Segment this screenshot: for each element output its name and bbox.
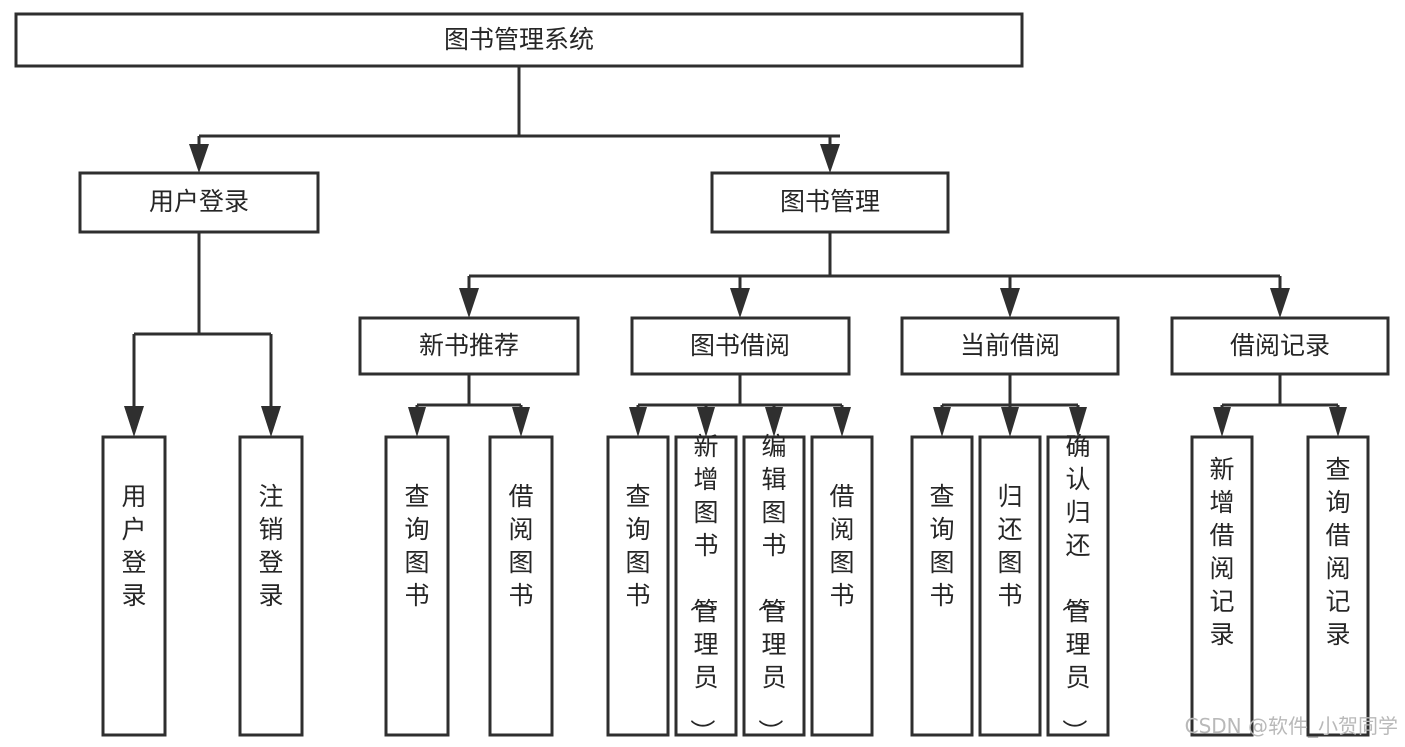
node-leaf-add-record[interactable]: 新增借阅记录 <box>1190 435 1254 737</box>
node-leaf-return-book-label: 归还图书 <box>997 482 1022 610</box>
connector-userlogin-to-leaves <box>124 232 281 437</box>
node-leaf-borrow-book-1-label: 借阅图书 <box>508 482 533 610</box>
node-current-borrow[interactable]: 当前借阅 <box>900 316 1120 376</box>
node-leaf-confirm-return-box[interactable] <box>1046 435 1110 737</box>
node-leaf-query-book-3-label: 查询图书 <box>929 482 954 610</box>
node-leaf-query-book-1[interactable]: 查询图书 <box>384 435 450 737</box>
node-leaf-user-login-box[interactable] <box>101 435 167 737</box>
watermark-label: CSDN @软件_小贺同学 <box>1185 714 1398 738</box>
arrow-head-icon <box>189 144 209 173</box>
arrow-head-icon <box>1000 288 1020 318</box>
node-current-borrow-label: 当前借阅 <box>960 331 1060 360</box>
arrow-head-icon <box>697 407 715 437</box>
connector-borrowrecord-to-leaves <box>1213 374 1347 437</box>
node-leaf-return-book-box[interactable] <box>978 435 1042 737</box>
node-leaf-confirm-return-label: 确认归还（管理员） <box>1059 432 1090 744</box>
node-leaf-borrow-book-1-box[interactable] <box>488 435 554 737</box>
arrow-head-icon <box>1069 407 1087 437</box>
node-leaf-query-book-3[interactable]: 查询图书 <box>910 435 974 737</box>
node-leaf-add-book[interactable]: 新增图书（管理员） <box>674 432 738 744</box>
node-borrow-record-box[interactable] <box>1170 316 1390 376</box>
connector-bookmanage-to-level3 <box>459 232 1290 318</box>
node-book-manage-box[interactable] <box>710 171 950 234</box>
arrow-head-icon <box>933 407 951 437</box>
node-leaf-query-record-box[interactable] <box>1306 435 1370 737</box>
connector-layer <box>124 66 1347 437</box>
arrow-head-icon <box>459 288 479 318</box>
node-leaf-borrow-book-1[interactable]: 借阅图书 <box>488 435 554 737</box>
node-book-manage-label: 图书管理 <box>780 187 880 216</box>
leaf-nodes-layer: 用户登录 注销登录 查询图书 借阅图书 查询图书 新 <box>101 432 1370 744</box>
node-book-manage[interactable]: 图书管理 <box>710 171 950 234</box>
node-leaf-borrow-book-2-label: 借阅图书 <box>829 482 854 610</box>
arrow-head-icon <box>820 144 840 173</box>
node-book-borrow-box[interactable] <box>630 316 851 376</box>
node-root[interactable]: 图书管理系统 <box>14 12 1024 68</box>
node-user-login-box[interactable] <box>78 171 320 234</box>
node-root-box[interactable] <box>14 12 1024 68</box>
arrow-head-icon <box>512 407 530 437</box>
node-new-book-recommend-box[interactable] <box>358 316 580 376</box>
node-leaf-user-logout-label: 注销登录 <box>258 482 283 610</box>
node-user-login[interactable]: 用户登录 <box>78 171 320 234</box>
arrow-head-icon <box>730 288 750 318</box>
node-current-borrow-box[interactable] <box>900 316 1120 376</box>
node-leaf-return-book[interactable]: 归还图书 <box>978 435 1042 737</box>
node-leaf-query-record-label: 查询借阅记录 <box>1325 455 1350 649</box>
connector-newbook-to-leaves <box>408 374 530 437</box>
node-new-book-recommend-label: 新书推荐 <box>419 331 519 360</box>
arrow-head-icon <box>124 406 144 437</box>
node-leaf-query-book-2-box[interactable] <box>606 435 670 737</box>
node-leaf-query-book-1-box[interactable] <box>384 435 450 737</box>
connector-currentborrow-to-leaves <box>933 374 1087 437</box>
node-user-login-label: 用户登录 <box>149 187 249 216</box>
node-leaf-query-book-1-label: 查询图书 <box>404 482 429 610</box>
node-new-book-recommend[interactable]: 新书推荐 <box>358 316 580 376</box>
node-leaf-add-record-label: 新增借阅记录 <box>1209 455 1234 649</box>
arrow-head-icon <box>629 407 647 437</box>
node-leaf-query-book-2-label: 查询图书 <box>625 482 650 610</box>
node-borrow-record-label: 借阅记录 <box>1230 331 1330 360</box>
node-leaf-query-record[interactable]: 查询借阅记录 <box>1306 435 1370 737</box>
node-root-label: 图书管理系统 <box>444 25 594 54</box>
node-leaf-borrow-book-2[interactable]: 借阅图书 <box>810 435 874 737</box>
node-book-borrow[interactable]: 图书借阅 <box>630 316 851 376</box>
arrow-head-icon <box>833 407 851 437</box>
node-leaf-edit-book-label: 编辑图书（管理员） <box>755 432 786 744</box>
node-book-borrow-label: 图书借阅 <box>690 331 790 360</box>
node-leaf-edit-book-box[interactable] <box>742 435 806 737</box>
arrow-head-icon <box>1001 407 1019 437</box>
arrow-head-icon <box>1270 288 1290 318</box>
node-leaf-query-book-3-box[interactable] <box>910 435 974 737</box>
arrow-head-icon <box>1329 407 1347 437</box>
node-leaf-user-login[interactable]: 用户登录 <box>101 435 167 737</box>
node-leaf-add-book-label: 新增图书（管理员） <box>687 432 718 744</box>
node-leaf-add-book-box[interactable] <box>674 435 738 737</box>
node-borrow-record[interactable]: 借阅记录 <box>1170 316 1390 376</box>
connector-bookborrow-to-leaves <box>629 374 851 437</box>
arrow-head-icon <box>765 407 783 437</box>
node-leaf-user-logout[interactable]: 注销登录 <box>238 435 304 737</box>
node-leaf-query-book-2[interactable]: 查询图书 <box>606 435 670 737</box>
arrow-head-icon <box>1213 407 1231 437</box>
node-leaf-confirm-return[interactable]: 确认归还（管理员） <box>1046 432 1110 744</box>
connector-root-to-level2 <box>189 66 840 173</box>
node-leaf-edit-book[interactable]: 编辑图书（管理员） <box>742 432 806 744</box>
arrow-head-icon <box>408 407 426 437</box>
node-leaf-user-login-label: 用户登录 <box>121 482 146 610</box>
node-leaf-borrow-book-2-box[interactable] <box>810 435 874 737</box>
arrow-head-icon <box>261 406 281 437</box>
node-leaf-user-logout-box[interactable] <box>238 435 304 737</box>
node-leaf-add-record-box[interactable] <box>1190 435 1254 737</box>
